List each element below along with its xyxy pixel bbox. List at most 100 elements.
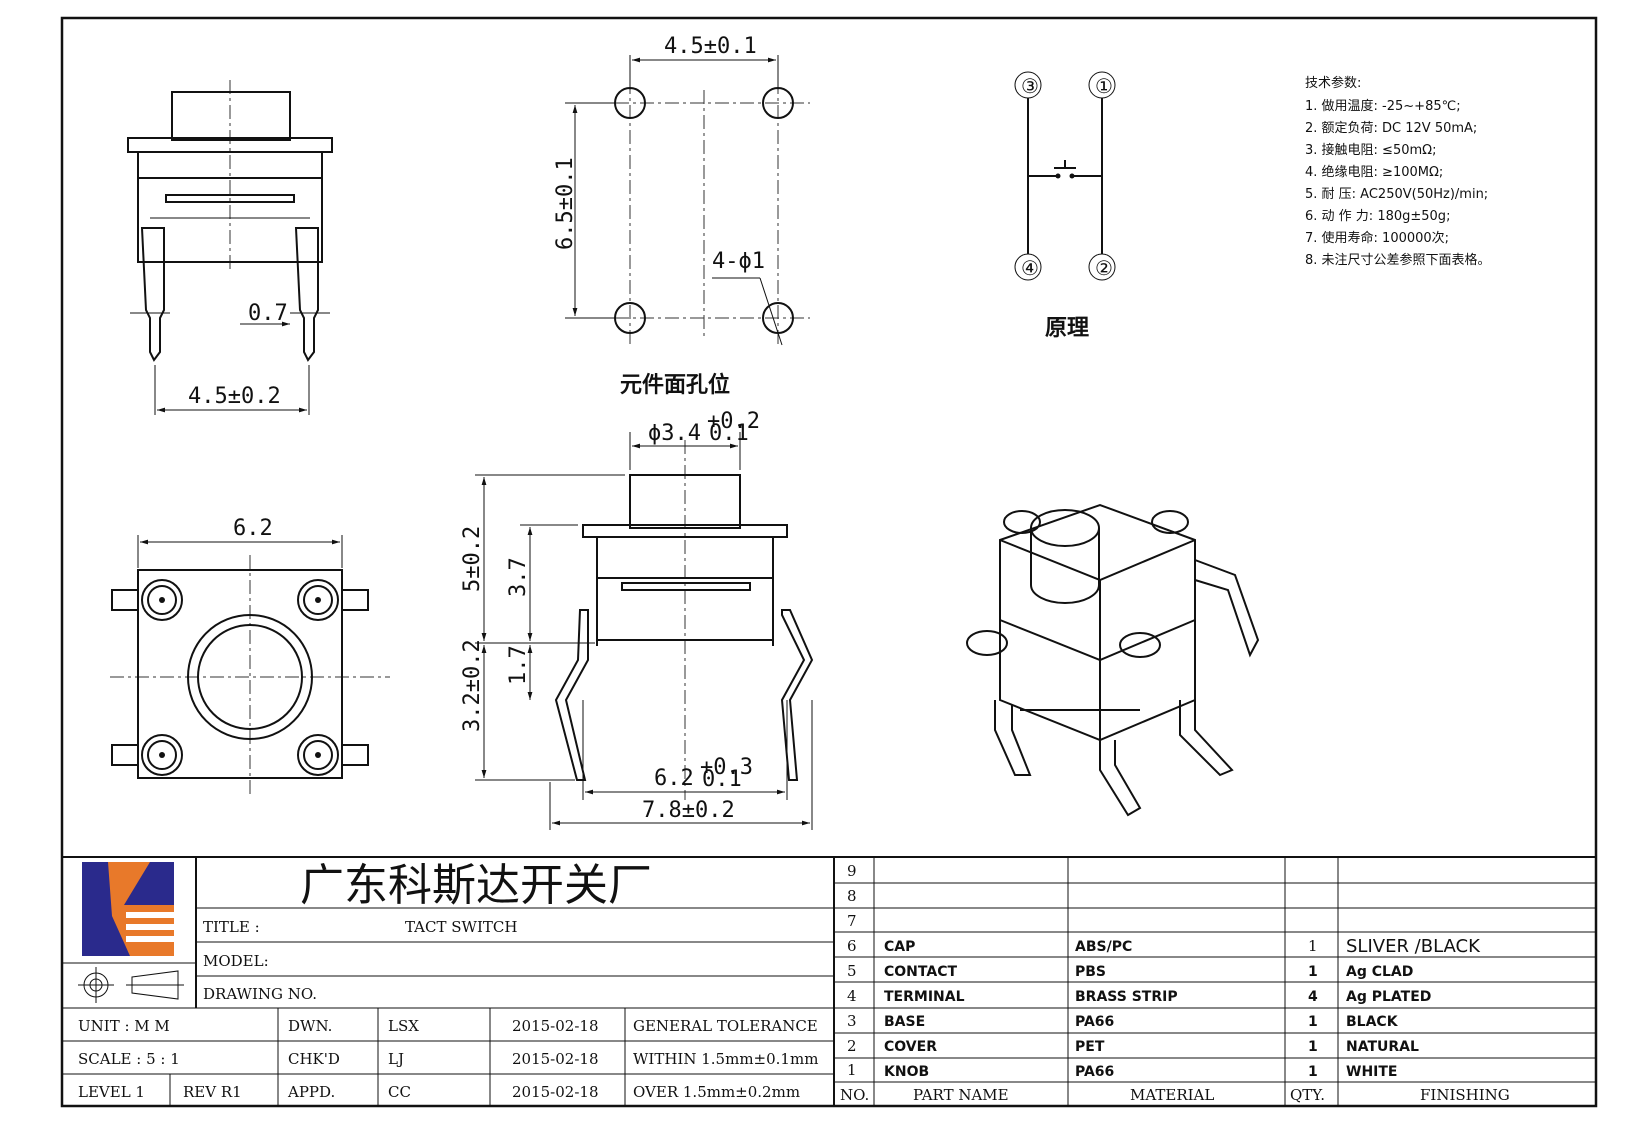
bom-finishing: Ag PLATED: [1346, 989, 1431, 1005]
bom-no: 7: [847, 912, 857, 930]
bom-no: 6: [847, 937, 857, 955]
dim-total-height: 5±0.2: [460, 526, 485, 592]
dwn-label: DWN.: [288, 1017, 332, 1035]
bom-no: 5: [847, 962, 857, 980]
bom-part: CONTACT: [884, 964, 957, 980]
appd-date: 2015-02-18: [512, 1083, 598, 1101]
dim-pin-width: 0.7: [248, 301, 288, 326]
dim-pin-length: 3.2±0.2: [460, 639, 485, 732]
drawing-frame: [60, 16, 1598, 1108]
bom-material: PET: [1075, 1039, 1105, 1055]
chkd-name: LJ: [388, 1050, 404, 1068]
dim-cap-diameter: ϕ3.4: [648, 421, 701, 446]
dim-cap-tol-minus: 0.1: [709, 421, 749, 446]
bom-row: 8: [847, 887, 857, 905]
dwn-date: 2015-02-18: [512, 1017, 598, 1035]
bom-qty: 1: [1308, 937, 1318, 955]
bom-part: CAP: [884, 939, 915, 955]
bom-finishing: WHITE: [1346, 1064, 1397, 1080]
bom-part: COVER: [884, 1039, 937, 1055]
bom-row: 6 CAP ABS/PC 1 SLIVER /BLACK: [847, 936, 1481, 957]
level-cell: LEVEL 1: [78, 1083, 145, 1101]
dim-hole-diameter: 4-ϕ1: [712, 249, 765, 274]
chkd-date: 2015-02-18: [512, 1050, 598, 1068]
dim-base-tol-plus: +0.3: [700, 755, 753, 780]
dim-hole-pitch-y: 6.5±0.1: [553, 157, 578, 250]
tolerance-over: OVER 1.5mm±0.2mm: [633, 1083, 800, 1101]
spec-item: 3. 接触电阻: ≤50mΩ;: [1305, 142, 1436, 158]
drawing-no-label: DRAWING NO.: [203, 985, 317, 1003]
spec-item: 6. 动 作 力: 180g±50g;: [1305, 209, 1450, 224]
bom-material: PA66: [1075, 1064, 1114, 1080]
top-view: 6.2: [110, 516, 390, 795]
bom-qty: 1: [1308, 964, 1318, 980]
scale-cell: SCALE : 5 : 1: [78, 1050, 180, 1068]
schematic-caption: 原理: [1045, 316, 1089, 341]
bom-qty: 4: [1308, 989, 1318, 1005]
bom-qty: 1: [1308, 1064, 1318, 1080]
tolerance-heading: GENERAL TOLERANCE: [633, 1017, 818, 1035]
dim-body-height: 3.7: [506, 557, 531, 597]
isometric-view: [966, 503, 1260, 817]
unit-cell: UNIT : M M: [78, 1017, 170, 1035]
company-logo: [82, 862, 174, 956]
bom-header-qty: QTY.: [1290, 1086, 1325, 1104]
dim-overall-width: 7.8±0.2: [642, 798, 735, 823]
pin-4-label: ④: [1021, 256, 1039, 280]
hole-layout-caption: 元件面孔位: [620, 372, 730, 398]
bom-row: 4 TERMINAL BRASS STRIP 4 Ag PLATED: [847, 987, 1431, 1005]
bom-material: ABS/PC: [1075, 939, 1132, 955]
dim-top-width: 6.2: [233, 516, 273, 541]
spec-heading: 技术参数:: [1305, 75, 1361, 91]
dwn-name: LSX: [388, 1017, 419, 1035]
bom-table: 9 8 7 6 CAP ABS/PC 1 SLIVER /BLACK 5 CON…: [834, 857, 1596, 1106]
chkd-label: CHK'D: [288, 1050, 340, 1068]
projection-symbol-icon: [78, 967, 184, 1003]
tolerance-within: WITHIN 1.5mm±0.1mm: [633, 1050, 818, 1068]
title-block: 广东科斯达开关厂 TITLE : TACT SWITCH MODEL: DRAW…: [62, 856, 1596, 1106]
bom-row: 2 COVER PET 1 NATURAL: [847, 1037, 1419, 1055]
bom-no: 8: [847, 887, 857, 905]
hole-layout-view: 4.5±0.1 6.5±0.1 4-ϕ1 元件面孔位: [553, 34, 810, 398]
bom-row: 5 CONTACT PBS 1 Ag CLAD: [847, 962, 1413, 980]
bom-row: 9: [847, 862, 857, 880]
dim-standoff: 1.7: [506, 645, 531, 685]
bom-row: 7: [847, 912, 857, 930]
pin-1-label: ①: [1095, 74, 1113, 98]
appd-label: APPD.: [287, 1083, 335, 1101]
schematic-view: ③ ① ④ ② 原理: [1014, 71, 1116, 341]
bom-no: 2: [847, 1037, 857, 1055]
title-value: TACT SWITCH: [405, 918, 517, 936]
dim-hole-pitch-x: 4.5±0.1: [664, 34, 757, 59]
spec-item: 7. 使用寿命: 100000次;: [1305, 230, 1449, 246]
bom-no: 1: [847, 1061, 857, 1079]
spec-item: 1. 做用温度: -25~+85℃;: [1305, 98, 1461, 114]
company-name: 广东科斯达开关厂: [300, 860, 652, 911]
bom-part: BASE: [884, 1014, 925, 1030]
bom-header-finishing: FINISHING: [1420, 1086, 1510, 1104]
title-label: TITLE :: [203, 918, 260, 936]
bom-material: PA66: [1075, 1014, 1114, 1030]
bom-finishing: Ag CLAD: [1346, 964, 1413, 980]
bom-qty: 1: [1308, 1039, 1318, 1055]
bom-no: 3: [847, 1012, 857, 1030]
dim-base-width: 6.2: [654, 766, 694, 791]
dim-cap-tol-plus: +0.2: [707, 409, 760, 434]
spec-item: 8. 未注尺寸公差参照下面表格。: [1305, 252, 1491, 268]
spec-list: 技术参数: 1. 做用温度: -25~+85℃; 2. 额定负荷: DC 12V…: [1305, 75, 1491, 268]
dim-pin-pitch: 4.5±0.2: [188, 384, 281, 409]
bom-material: PBS: [1075, 964, 1106, 980]
bom-finishing: SLIVER /BLACK: [1346, 936, 1481, 957]
front-view: 0.7 4.5±0.2: [127, 80, 333, 415]
bom-material: BRASS STRIP: [1075, 989, 1178, 1005]
bom-header-part: PART NAME: [913, 1086, 1009, 1104]
pin-3-label: ③: [1021, 74, 1039, 98]
model-label: MODEL:: [203, 952, 269, 970]
bom-header-material: MATERIAL: [1130, 1086, 1214, 1104]
appd-name: CC: [388, 1083, 411, 1101]
bom-qty: 1: [1308, 1014, 1318, 1030]
bom-row: 1 KNOB PA66 1 WHITE: [847, 1061, 1397, 1080]
bom-no: 9: [847, 862, 857, 880]
bom-row: 3 BASE PA66 1 BLACK: [847, 1012, 1399, 1030]
